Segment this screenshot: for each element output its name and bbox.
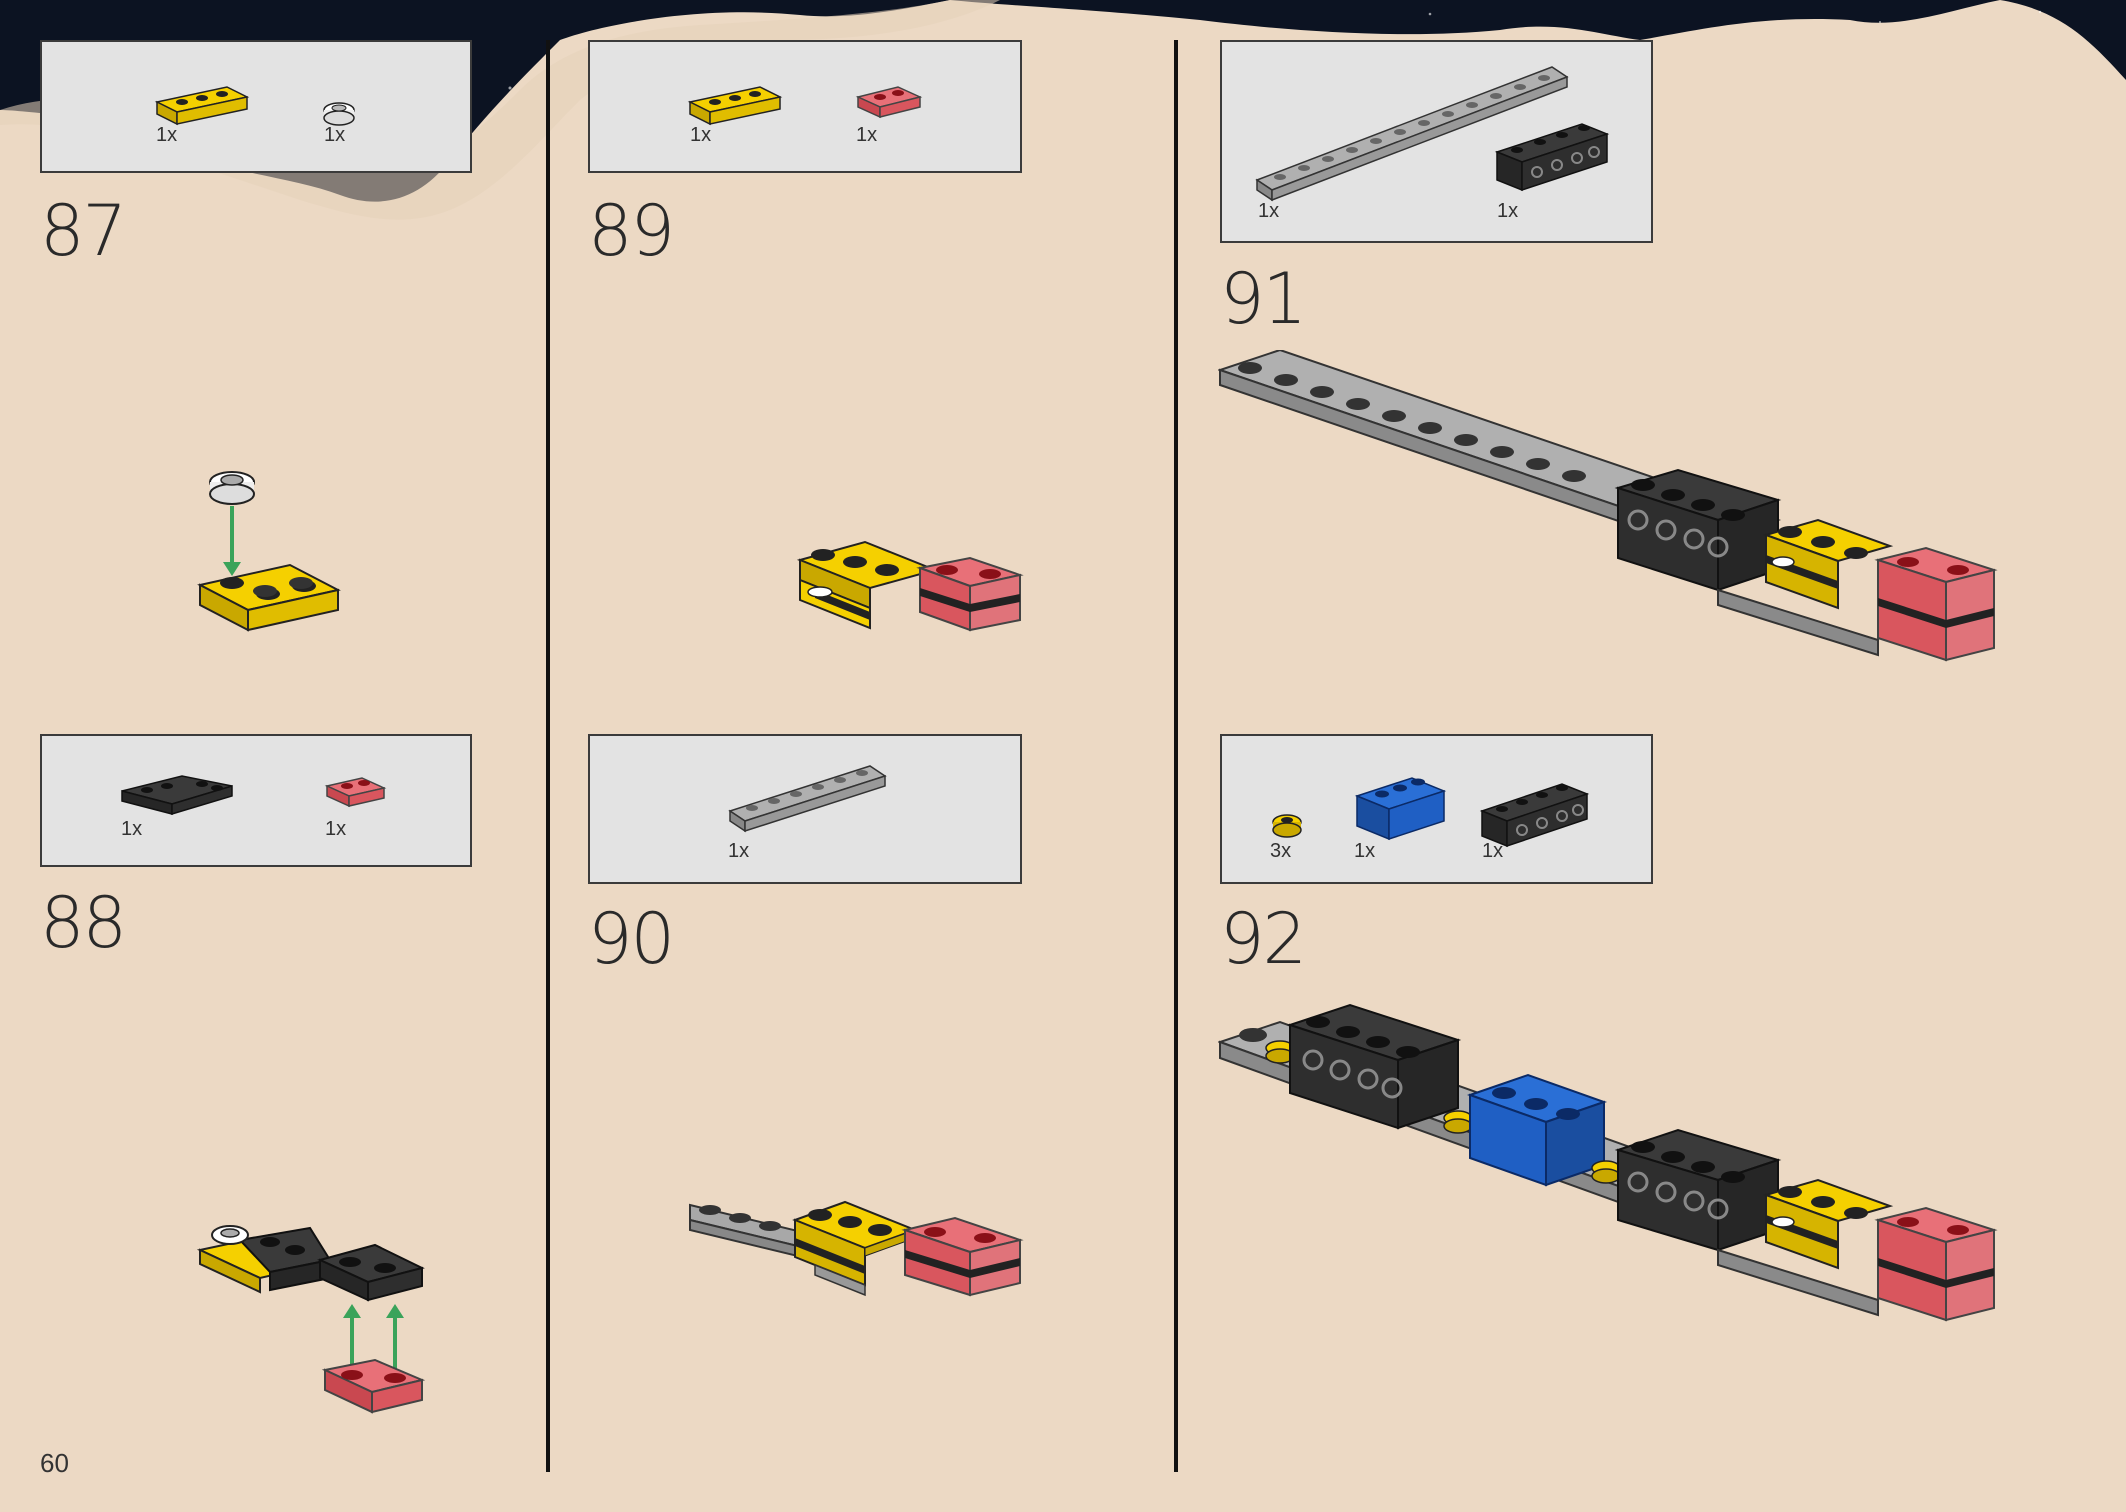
- step-87-model: [197, 471, 341, 632]
- yellow-plate-1x3-icon: [687, 86, 783, 126]
- part-qty: 1x: [690, 124, 712, 146]
- parts-callout-step-91: 1x 1x: [1220, 40, 1653, 243]
- step-number: 88: [40, 882, 127, 964]
- parts-callout-step-90: 1x: [588, 734, 1022, 884]
- step-number: 92: [1220, 898, 1307, 980]
- blue-brick-1x2-icon: [1354, 777, 1447, 841]
- parts-callout-step-89: 1x 1x: [588, 40, 1022, 173]
- step-number: 91: [1220, 258, 1307, 340]
- parts-callout-step-88: 1x 1x: [40, 734, 472, 867]
- parts-callout-step-92: 3x 1x 1x: [1220, 734, 1653, 884]
- step-89-model: [796, 540, 1024, 632]
- part-qty: 1x: [1497, 200, 1519, 222]
- part-qty: 1x: [121, 818, 143, 840]
- step-number: 89: [588, 190, 675, 272]
- grey-plate-1x6-icon: [728, 765, 887, 833]
- black-hinge-plate-icon: [121, 775, 233, 816]
- column-divider-left: [546, 40, 550, 1472]
- part-qty: 1x: [1354, 840, 1376, 862]
- step-92-model: [1218, 1003, 1998, 1322]
- step-number: 90: [588, 898, 675, 980]
- part-qty: 1x: [324, 124, 346, 146]
- black-technic-brick-1x4-icon: [1479, 783, 1590, 848]
- step-number: 87: [40, 190, 127, 272]
- part-qty: 3x: [1270, 840, 1292, 862]
- page-number: 60: [40, 1448, 69, 1478]
- trans-red-plate-1x2-icon: [324, 777, 387, 808]
- step-91-model: [1218, 350, 1998, 662]
- part-qty: 1x: [728, 840, 750, 862]
- parts-callout-step-87: 1x 1x: [40, 40, 472, 173]
- grey-plate-1x12-icon: [1255, 66, 1569, 202]
- white-round-plate-icon: [323, 102, 355, 126]
- part-qty: 1x: [325, 818, 347, 840]
- yellow-round-plate-icon: [1272, 814, 1302, 838]
- trans-red-plate-1x2-icon: [855, 86, 923, 119]
- part-qty: 1x: [1482, 840, 1504, 862]
- part-qty: 1x: [856, 124, 878, 146]
- column-divider-right: [1174, 40, 1178, 1472]
- yellow-plate-1x3-icon: [154, 86, 250, 126]
- step-90-model: [689, 1200, 1024, 1297]
- black-technic-brick-1x4-icon: [1494, 123, 1610, 192]
- part-qty: 1x: [1258, 200, 1280, 222]
- part-qty: 1x: [156, 124, 178, 146]
- step-88-model: [196, 1225, 426, 1414]
